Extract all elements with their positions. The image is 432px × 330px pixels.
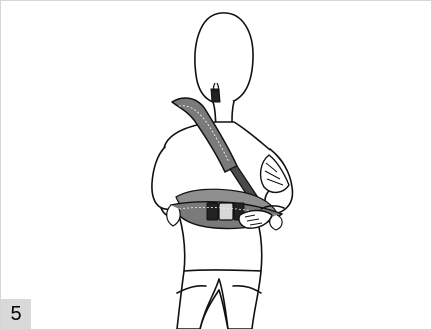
buckle-center: [219, 203, 233, 220]
strap-clip-top: [211, 89, 220, 102]
buckle-left: [207, 203, 218, 220]
neck-outline: [213, 101, 234, 124]
head-outline: [195, 13, 253, 104]
step-number-badge: 5: [1, 299, 31, 329]
